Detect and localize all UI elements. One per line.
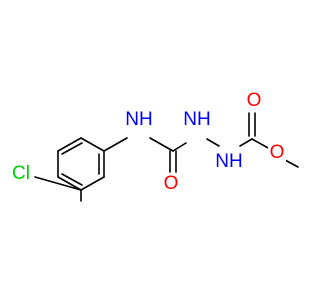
bond-ring-1 [80,137,105,152]
bond-ring-4-inner [61,173,83,186]
bond-c2-o3 [251,138,271,150]
bond-ring-2 [57,137,82,152]
atom-label-nh: NH [215,151,242,172]
bond-c-cl-2 [34,176,82,191]
molecule-structure: NH NH NH O O O Cl [8,90,299,202]
bond-nh-nh [206,138,220,147]
bond-ring-5 [80,176,105,191]
atom-label-cl: Cl [12,163,30,184]
bond-o3-ch3 [284,159,299,168]
bond-nh-c2 [239,138,253,147]
atom-label-nh: NH [125,109,152,130]
bond-c-nh2 [172,142,187,152]
bonds [34,112,299,202]
atom-labels: NH NH NH O O O Cl [8,90,286,195]
bond-ring-nh [103,137,128,152]
atom-label-o: O [164,173,179,194]
atom-label-o: O [247,90,262,111]
structure-canvas: NH NH NH O O O Cl [8,90,299,202]
atom-label-nh: NH [183,109,210,130]
bond-ring-2-inner [61,142,83,155]
bond-ring-4 [57,176,82,191]
bond-nh-c [149,137,174,152]
atom-label-o: O [270,142,285,163]
